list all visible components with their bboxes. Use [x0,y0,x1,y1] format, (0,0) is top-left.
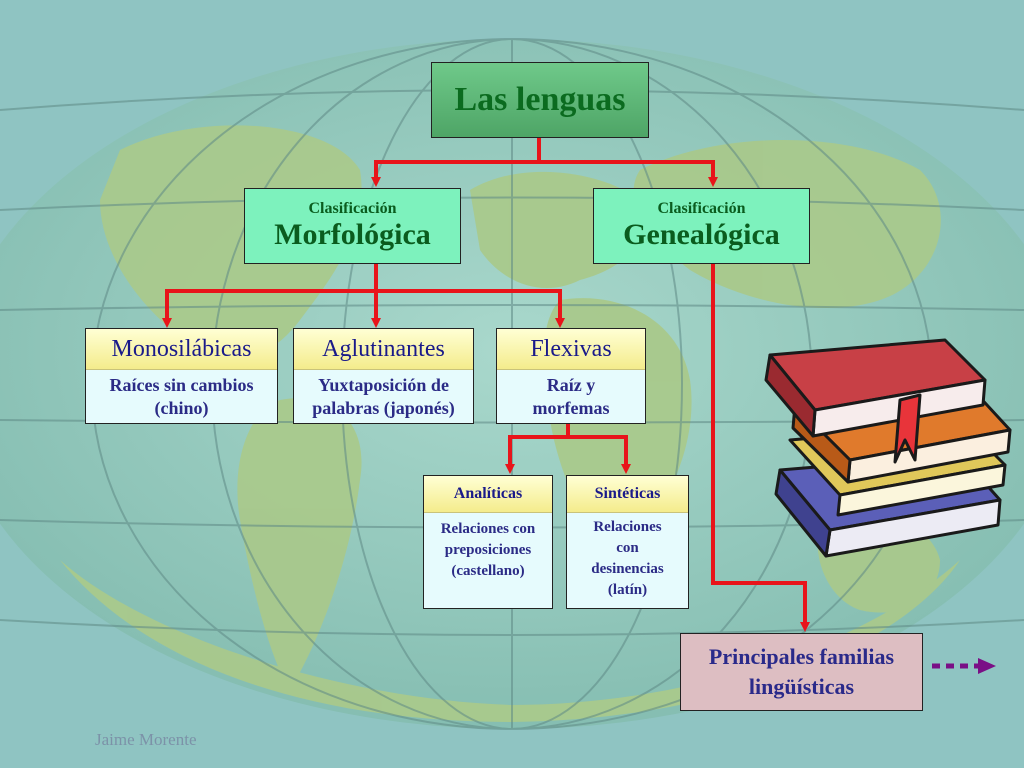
description-line: Yuxtaposición de [318,375,449,395]
category-title: Monosilábicas [86,329,277,370]
classification-label: Clasificación [657,200,746,217]
description-line: Relaciones con [440,521,536,537]
subcategory-sinteticas: Sintéticas Relaciones con desinencias (l… [566,475,689,609]
subcategory-title: Sintéticas [567,476,688,513]
subcategory-description: Relaciones con desinencias (latín) [567,513,688,601]
description-line: palabras (japonés) [312,398,455,418]
classification-label: Clasificación [308,200,397,217]
root-node: Las lenguas [431,62,649,138]
subcategory-description: Relaciones con preposiciones (castellano… [424,513,552,582]
classification-title: Morfológica [274,218,431,251]
classification-title: Genealógica [623,218,780,251]
category-monosilabicas: Monosilábicas Raíces sin cambios (chino) [85,328,278,424]
classification-morphological: Clasificación Morfológica [244,188,461,264]
category-title: Flexivas [497,329,645,370]
subcategory-title: Analíticas [424,476,552,513]
category-flexivas: Flexivas Raíz y morfemas [496,328,646,424]
category-description: Raíces sin cambios (chino) [86,370,277,420]
description-line: desinencias [591,561,664,577]
description-line: (castellano) [451,563,525,579]
description-line: Relaciones [593,519,662,535]
description-line: morfemas [532,398,610,418]
description-line: preposiciones [444,542,532,558]
category-description: Raíz y morfemas [497,370,645,420]
description-line: Raíces sin cambios [109,375,254,395]
category-aglutinantes: Aglutinantes Yuxtaposición de palabras (… [293,328,474,424]
families-node[interactable]: Principales familias lingüísticas [680,633,923,711]
category-title: Aglutinantes [294,329,473,370]
subcategory-analiticas: Analíticas Relaciones con preposiciones … [423,475,553,609]
description-line: con [616,540,639,556]
description-line: Raíz y [546,375,596,395]
classification-genealogical: Clasificación Genealógica [593,188,810,264]
description-line: (chino) [154,398,209,418]
root-title: Las lenguas [454,81,626,118]
author-credit: Jaime Morente [95,730,197,749]
description-line: (latín) [607,582,648,598]
category-description: Yuxtaposición de palabras (japonés) [294,370,473,420]
families-label: Principales familias lingüísticas [708,644,895,699]
